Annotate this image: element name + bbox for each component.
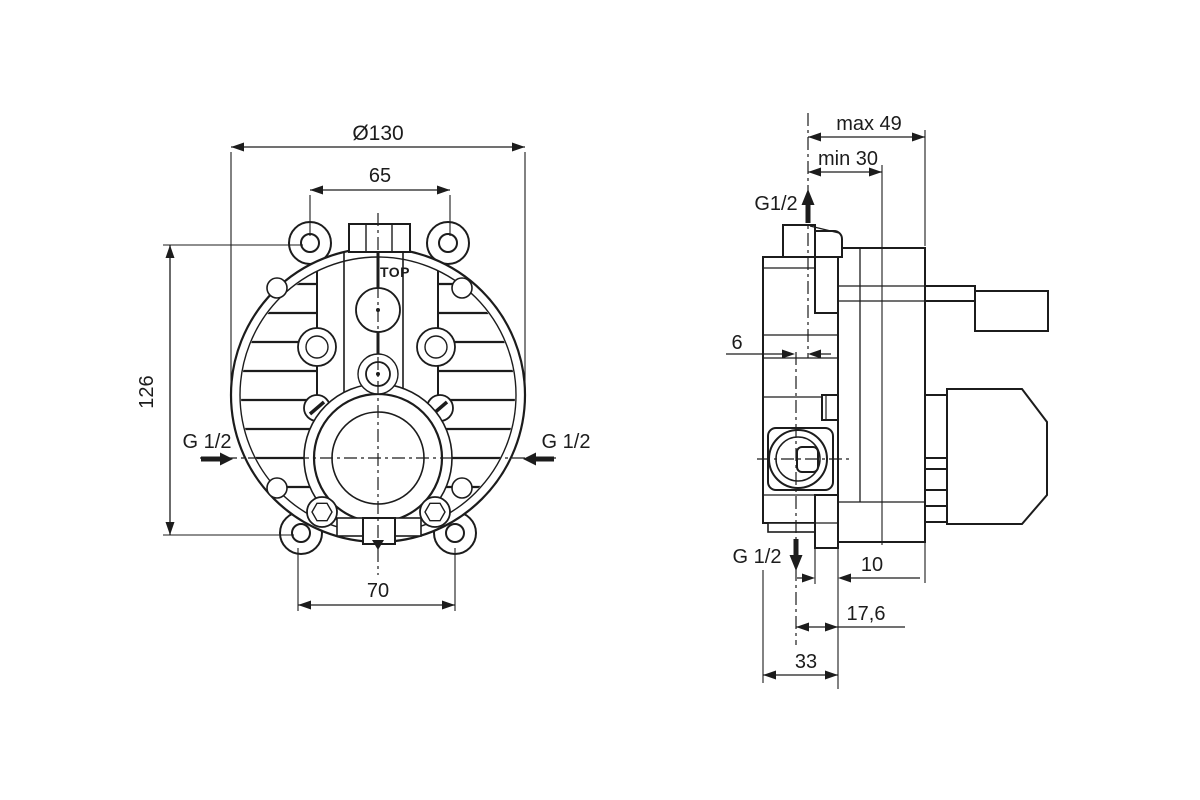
- front-right-inlet-callout: G 1/2: [523, 431, 590, 466]
- side-view-body: [762, 224, 1049, 549]
- front-left-inlet-callout: G 1/2: [183, 431, 233, 466]
- boss-ring-right-inner: [424, 335, 448, 359]
- right-inlet-arrow-icon: [523, 452, 536, 466]
- dim-outlet-offset-label: 17,6: [847, 603, 886, 625]
- central-band-lines: [343, 252, 404, 392]
- boss-ring-right: [416, 327, 456, 367]
- dim-bottom-hole-spacing-label: 70: [367, 580, 389, 602]
- side-flange-lines: [763, 267, 838, 496]
- bottom-outlet-arrow-icon: [789, 555, 803, 571]
- mount-hole-bottom-left: [291, 523, 311, 543]
- screw-slot: [308, 400, 326, 416]
- bottom-cap-left-facet: [336, 517, 364, 537]
- rim-hole: [266, 477, 288, 499]
- dim-outer-diameter-label: Ø130: [352, 122, 403, 145]
- side-flange-bottom-step: [767, 522, 818, 533]
- bottom-outlet-label: G 1/2: [733, 546, 782, 568]
- rim-hole: [266, 277, 288, 299]
- right-inlet-label: G 1/2: [542, 431, 591, 453]
- side-knob-connectors: [926, 394, 947, 523]
- bottom-cap-right-facet: [394, 517, 422, 537]
- dim-min-depth-label: min 30: [818, 148, 878, 170]
- side-top-port: [782, 224, 816, 258]
- left-inlet-arrow-icon: [220, 452, 233, 466]
- side-view: max 49 min 30 G1/2 6 G 1/2: [726, 113, 1049, 689]
- dim-side-min-depth: min 30: [808, 148, 882, 177]
- hex-screw-left: [306, 496, 338, 528]
- dim-side-axis-offset: 6: [726, 332, 831, 359]
- side-bracket-arm: [924, 285, 976, 302]
- side-centerlines: [757, 113, 852, 645]
- dim-side-outlet-width: 10: [797, 554, 920, 583]
- boss-ring-left-inner: [305, 335, 329, 359]
- front-centerlines: [200, 213, 557, 575]
- top-outlet-label: G1/2: [754, 193, 797, 215]
- dim-front-bottom-hole-spacing: 70: [297, 548, 456, 611]
- rim-hole: [451, 277, 473, 299]
- side-bracket-block: [974, 290, 1049, 332]
- boss-ring-left: [297, 327, 337, 367]
- side-knob: [946, 388, 1048, 525]
- top-marking-label: TOP: [380, 264, 410, 280]
- mount-hole-top-left: [300, 233, 320, 253]
- top-hex-cap: [348, 223, 411, 253]
- dim-axis-offset-label: 6: [731, 332, 742, 354]
- top-hex-cap-facets: [365, 224, 393, 252]
- side-bottom-outlet-tube: [814, 494, 839, 549]
- mount-hole-bottom-right: [445, 523, 465, 543]
- hex-screw-right: [419, 496, 451, 528]
- dim-top-hole-spacing-label: 65: [369, 165, 391, 187]
- hex-screw-right-hex: [424, 502, 446, 522]
- side-top-port-cap: [814, 230, 843, 258]
- side-extension-lines: [762, 130, 926, 689]
- dim-body-depth-label: 33: [795, 651, 817, 673]
- side-bottom-outlet-callout: G 1/2: [733, 539, 803, 571]
- side-clip: [821, 394, 839, 421]
- rim-hole: [451, 477, 473, 499]
- dim-outlet-width-label: 10: [861, 554, 883, 576]
- front-view-body: TOP: [229, 221, 527, 555]
- dim-front-top-hole-spacing: 65: [309, 165, 451, 236]
- side-top-outlet-callout: G1/2: [754, 189, 815, 223]
- side-top-port-chamfer: [809, 225, 840, 234]
- dim-front-vertical-hole-spacing: 126: [136, 244, 303, 536]
- front-view: TOP Ø130 65 126 7: [136, 122, 590, 611]
- dim-side-max-depth: max 49: [808, 113, 925, 142]
- hex-screw-left-hex: [311, 502, 333, 522]
- dim-max-depth-label: max 49: [836, 113, 902, 135]
- dim-front-outer-diameter: Ø130: [230, 122, 526, 390]
- dim-side-outlet-offset: 17,6: [796, 603, 905, 632]
- dim-vertical-hole-spacing-label: 126: [136, 375, 158, 408]
- mount-hole-top-right: [438, 233, 458, 253]
- dim-side-body-depth: 33: [763, 651, 838, 680]
- left-inlet-label: G 1/2: [183, 431, 232, 453]
- top-outlet-arrow-icon: [801, 189, 815, 205]
